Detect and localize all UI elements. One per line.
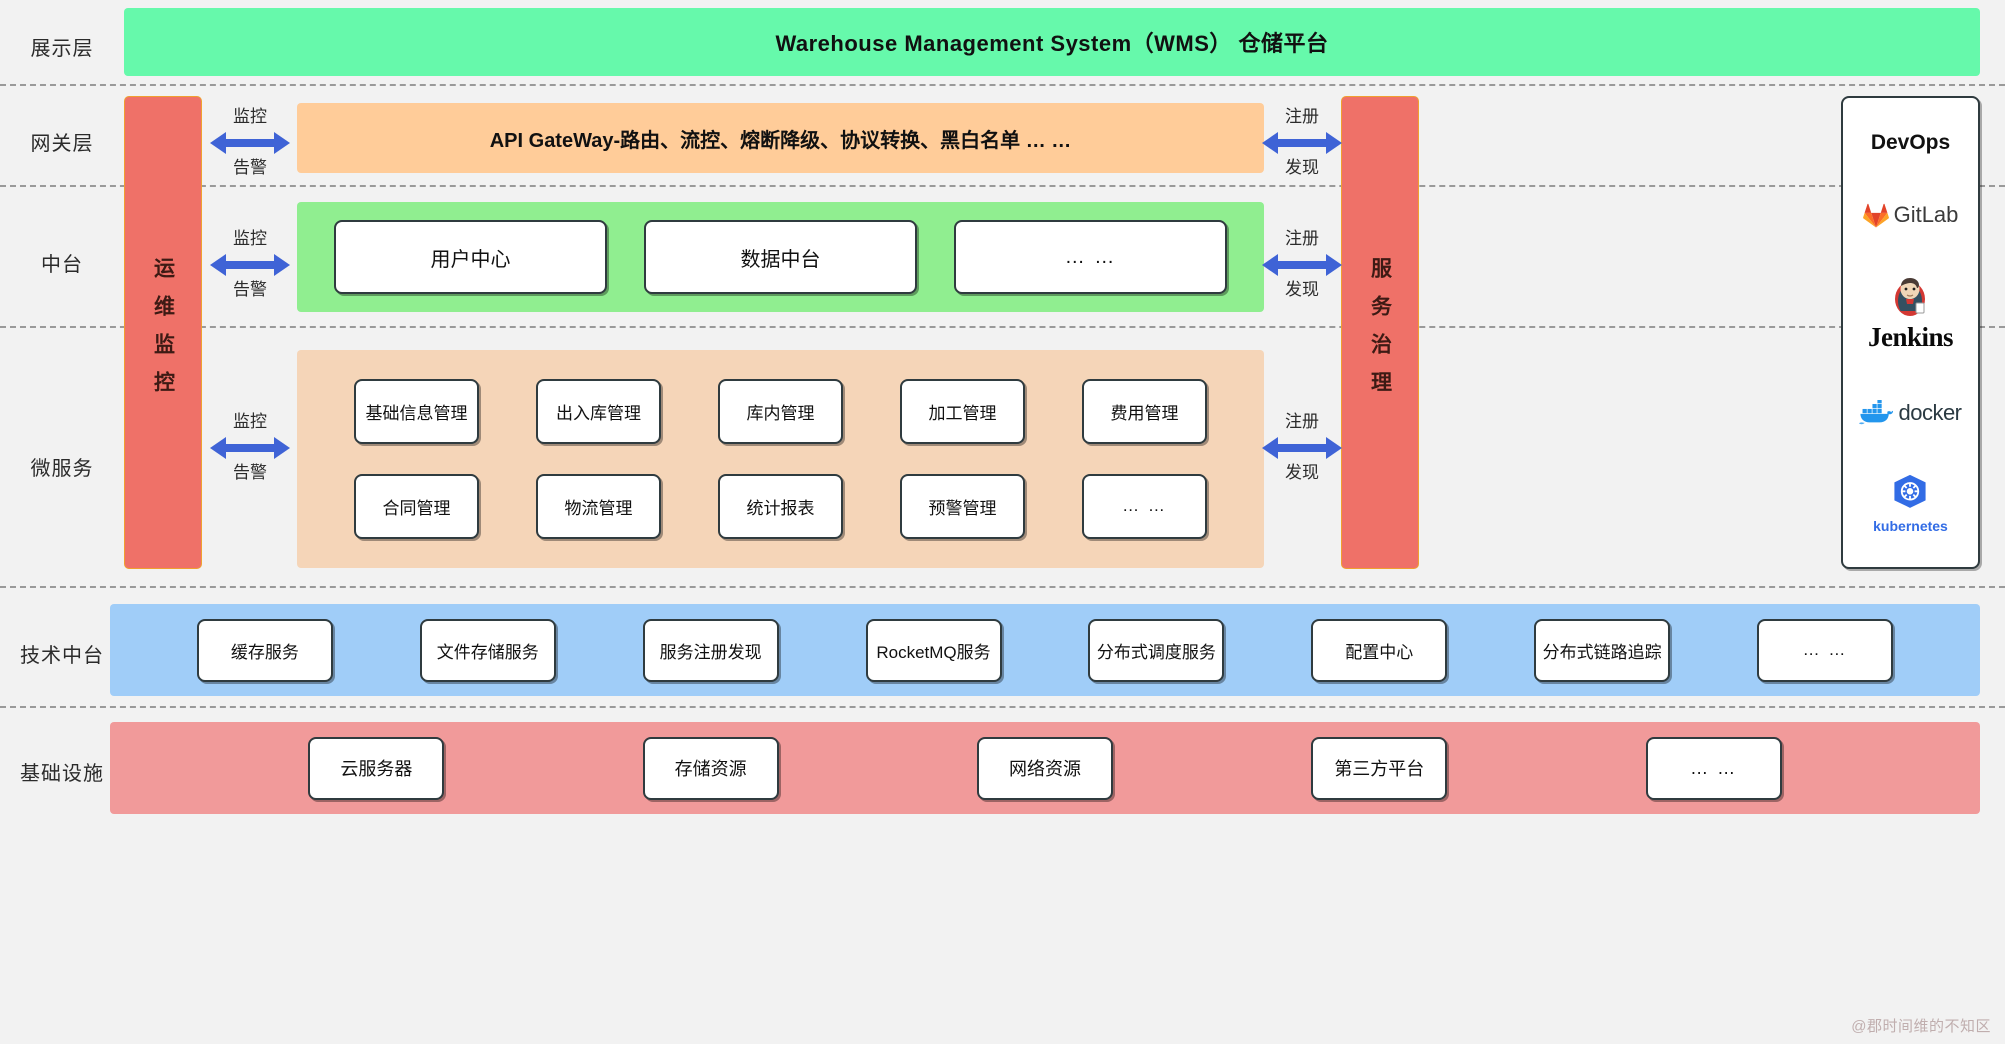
tech-platform-node[interactable]: 缓存服务 bbox=[196, 618, 333, 682]
register-arrow-bottom-label: 发现 bbox=[1285, 462, 1319, 482]
bidirectional-arrow-icon bbox=[210, 253, 290, 276]
register-arrow-top-label: 注册 bbox=[1285, 229, 1319, 248]
divider-middle-micro bbox=[0, 326, 2005, 328]
microservice-node[interactable]: … … bbox=[1082, 473, 1207, 539]
register-arrow-middle: 注册 发现 bbox=[1242, 228, 1362, 302]
monitor-arrow-gateway: 监控 告警 bbox=[190, 106, 310, 180]
monitor-arrow-top-label: 监控 bbox=[233, 412, 267, 431]
register-arrow-bottom-label: 发现 bbox=[1285, 279, 1319, 299]
infrastructure-node[interactable]: 存储资源 bbox=[642, 736, 779, 800]
watermark: @郡时间维的不知区 bbox=[1851, 1018, 1991, 1035]
middle-platform-band: 用户中心 数据中台 … … bbox=[297, 202, 1264, 312]
infrastructure-node[interactable]: 云服务器 bbox=[308, 736, 445, 800]
tech-platform-node[interactable]: 配置中心 bbox=[1311, 618, 1448, 682]
layer-label-gateway: 网关层 bbox=[30, 133, 94, 155]
microservice-node[interactable]: 合同管理 bbox=[354, 473, 479, 539]
tech-platform-node[interactable]: … … bbox=[1757, 618, 1893, 682]
devops-panel: DevOps GitLab Jenkins bbox=[1841, 96, 1980, 569]
infrastructure-node[interactable]: 第三方平台 bbox=[1311, 736, 1448, 800]
tech-platform-node[interactable]: 服务注册发现 bbox=[642, 618, 779, 682]
kubernetes-logo-row: kubernetes bbox=[1873, 473, 1948, 534]
bidirectional-arrow-icon bbox=[1262, 131, 1342, 154]
gitlab-label: GitLab bbox=[1893, 202, 1959, 228]
microservice-node[interactable]: 出入库管理 bbox=[536, 379, 661, 445]
infrastructure-band: 云服务器 存储资源 网络资源 第三方平台 … … bbox=[110, 722, 1980, 814]
gateway-layer-band: API GateWay-路由、流控、熔断降级、协议转换、黑白名单 … … bbox=[297, 103, 1264, 173]
monitor-arrow-top-label: 监控 bbox=[233, 229, 267, 248]
bidirectional-arrow-icon bbox=[210, 131, 290, 154]
kubernetes-icon bbox=[1894, 474, 1927, 508]
layer-label-middle: 中台 bbox=[41, 254, 83, 276]
tech-platform-node[interactable]: 文件存储服务 bbox=[419, 618, 556, 682]
tech-platform-node[interactable]: 分布式链路追踪 bbox=[1534, 618, 1671, 682]
middle-platform-node[interactable]: 用户中心 bbox=[334, 220, 607, 294]
microservice-node[interactable]: 基础信息管理 bbox=[354, 379, 479, 445]
monitor-arrow-top-label: 监控 bbox=[233, 107, 267, 126]
jenkins-icon bbox=[1895, 277, 1926, 316]
microservice-node[interactable]: 物流管理 bbox=[536, 473, 661, 539]
kubernetes-label: kubernetes bbox=[1873, 517, 1948, 534]
monitor-arrow-middle: 监控 告警 bbox=[190, 228, 310, 302]
bidirectional-arrow-icon bbox=[1262, 253, 1342, 276]
tech-platform-band: 缓存服务 文件存储服务 服务注册发现 RocketMQ服务 分布式调度服务 配置… bbox=[110, 604, 1980, 696]
register-arrow-top-label: 注册 bbox=[1285, 412, 1319, 431]
register-arrow-bottom-label: 发现 bbox=[1285, 157, 1319, 177]
microservice-node[interactable]: 统计报表 bbox=[718, 473, 843, 539]
infrastructure-node[interactable]: 网络资源 bbox=[976, 736, 1113, 800]
docker-logo-row: docker bbox=[1859, 399, 1962, 426]
divider-presentation-gateway bbox=[0, 84, 2005, 86]
ops-monitoring-pillar-label: 运维监控 bbox=[151, 256, 175, 409]
microservice-node[interactable]: 费用管理 bbox=[1082, 379, 1207, 445]
presentation-title: Warehouse Management System（WMS） 仓储平台 bbox=[775, 31, 1329, 56]
microservice-node[interactable]: 库内管理 bbox=[718, 379, 843, 445]
monitor-arrow-bottom-label: 告警 bbox=[233, 462, 267, 482]
ops-monitoring-pillar: 运维监控 bbox=[124, 96, 202, 569]
service-governance-pillar-label: 服务治理 bbox=[1368, 256, 1392, 409]
layer-label-presentation: 展示层 bbox=[30, 38, 94, 60]
microservice-node[interactable]: 加工管理 bbox=[900, 379, 1025, 445]
docker-label: docker bbox=[1898, 399, 1962, 425]
divider-tech-infra bbox=[0, 706, 2005, 708]
divider-micro-tech bbox=[0, 586, 2005, 588]
monitor-arrow-bottom-label: 告警 bbox=[233, 279, 267, 299]
infrastructure-node[interactable]: … … bbox=[1645, 736, 1782, 800]
presentation-layer-band: Warehouse Management System（WMS） 仓储平台 bbox=[124, 8, 1980, 76]
divider-gateway-middle bbox=[0, 185, 2005, 187]
gitlab-icon bbox=[1862, 203, 1889, 228]
register-arrow-top-label: 注册 bbox=[1285, 107, 1319, 126]
tech-platform-node[interactable]: RocketMQ服务 bbox=[865, 618, 1002, 682]
monitor-arrow-bottom-label: 告警 bbox=[233, 157, 267, 177]
middle-platform-node[interactable]: … … bbox=[954, 220, 1227, 294]
microservices-row-2: 合同管理 物流管理 统计报表 预警管理 … … bbox=[297, 473, 1264, 539]
bidirectional-arrow-icon bbox=[1262, 436, 1342, 459]
middle-platform-node[interactable]: 数据中台 bbox=[644, 220, 917, 294]
gateway-title: API GateWay-路由、流控、熔断降级、协议转换、黑白名单 … … bbox=[489, 129, 1072, 152]
register-arrow-gateway: 注册 发现 bbox=[1242, 106, 1362, 180]
jenkins-label: Jenkins bbox=[1867, 321, 1954, 352]
microservice-node[interactable]: 预警管理 bbox=[900, 473, 1025, 539]
tech-platform-node[interactable]: 分布式调度服务 bbox=[1088, 618, 1225, 682]
microservices-row-1: 基础信息管理 出入库管理 库内管理 加工管理 费用管理 bbox=[297, 379, 1264, 445]
gitlab-logo-row: GitLab bbox=[1862, 202, 1959, 228]
docker-icon bbox=[1859, 400, 1894, 425]
layer-label-tech: 技术中台 bbox=[20, 645, 104, 667]
microservices-band: 基础信息管理 出入库管理 库内管理 加工管理 费用管理 合同管理 物流管理 统计… bbox=[297, 350, 1264, 568]
devops-title: DevOps bbox=[1870, 131, 1951, 155]
monitor-arrow-microservices: 监控 告警 bbox=[190, 411, 310, 485]
register-arrow-microservices: 注册 发现 bbox=[1242, 411, 1362, 485]
layer-label-microservice: 微服务 bbox=[30, 458, 94, 480]
jenkins-logo-row: Jenkins bbox=[1867, 275, 1954, 353]
service-governance-pillar: 服务治理 bbox=[1341, 96, 1419, 569]
layer-label-infra: 基础设施 bbox=[20, 763, 104, 785]
bidirectional-arrow-icon bbox=[210, 436, 290, 459]
